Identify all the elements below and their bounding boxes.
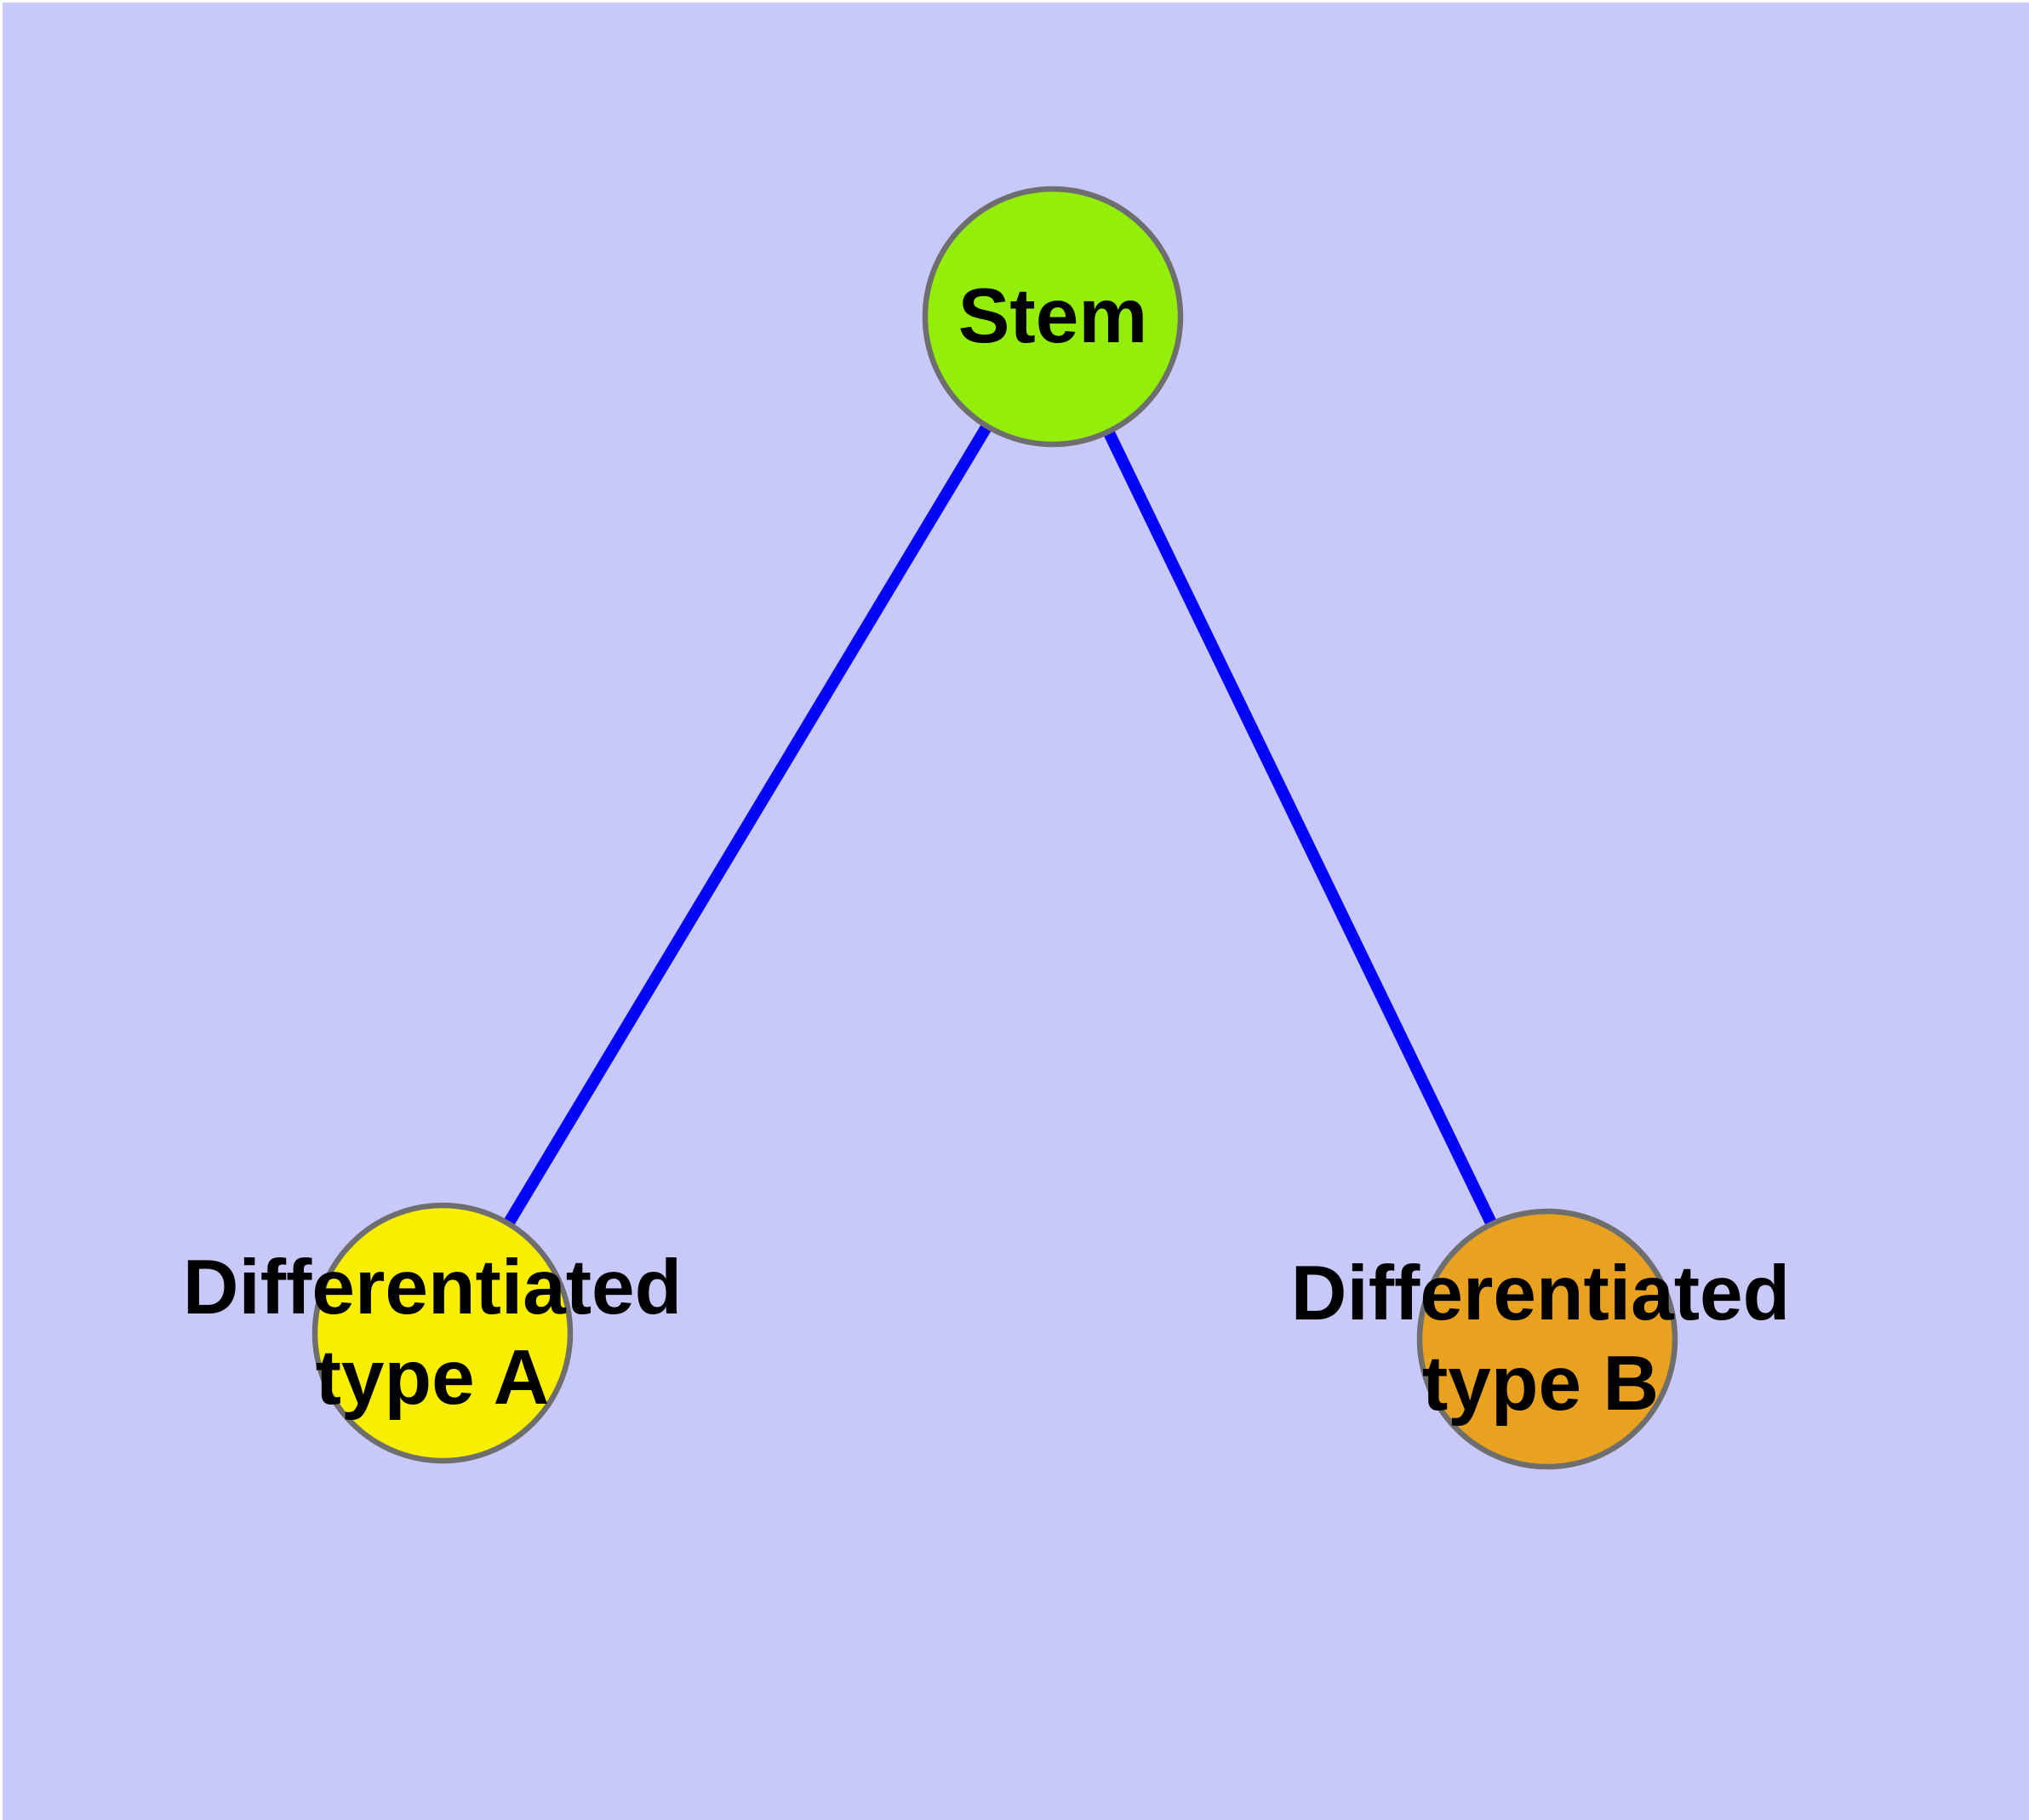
node-stem-label-line1: Stem xyxy=(957,273,1148,359)
node-stem-label: Stem xyxy=(958,272,1148,362)
node-type-a-label: Differentiated type A xyxy=(183,1243,683,1423)
edge-stem-to-type-a xyxy=(437,313,1059,1336)
node-type-b-circle xyxy=(1416,1208,1678,1470)
node-type-b-label-line1: Differentiated xyxy=(1290,1251,1791,1336)
node-type-b-label-line2: type B xyxy=(1421,1341,1660,1427)
node-type-a-label-line1: Differentiated xyxy=(182,1245,683,1331)
node-type-b-label: Differentiated type B xyxy=(1291,1249,1791,1429)
node-type-a-circle xyxy=(311,1202,574,1464)
edge-stem-to-type-b xyxy=(1047,313,1553,1342)
node-type-a-label-line2: type A xyxy=(315,1335,550,1421)
node-stem-circle xyxy=(922,186,1184,448)
